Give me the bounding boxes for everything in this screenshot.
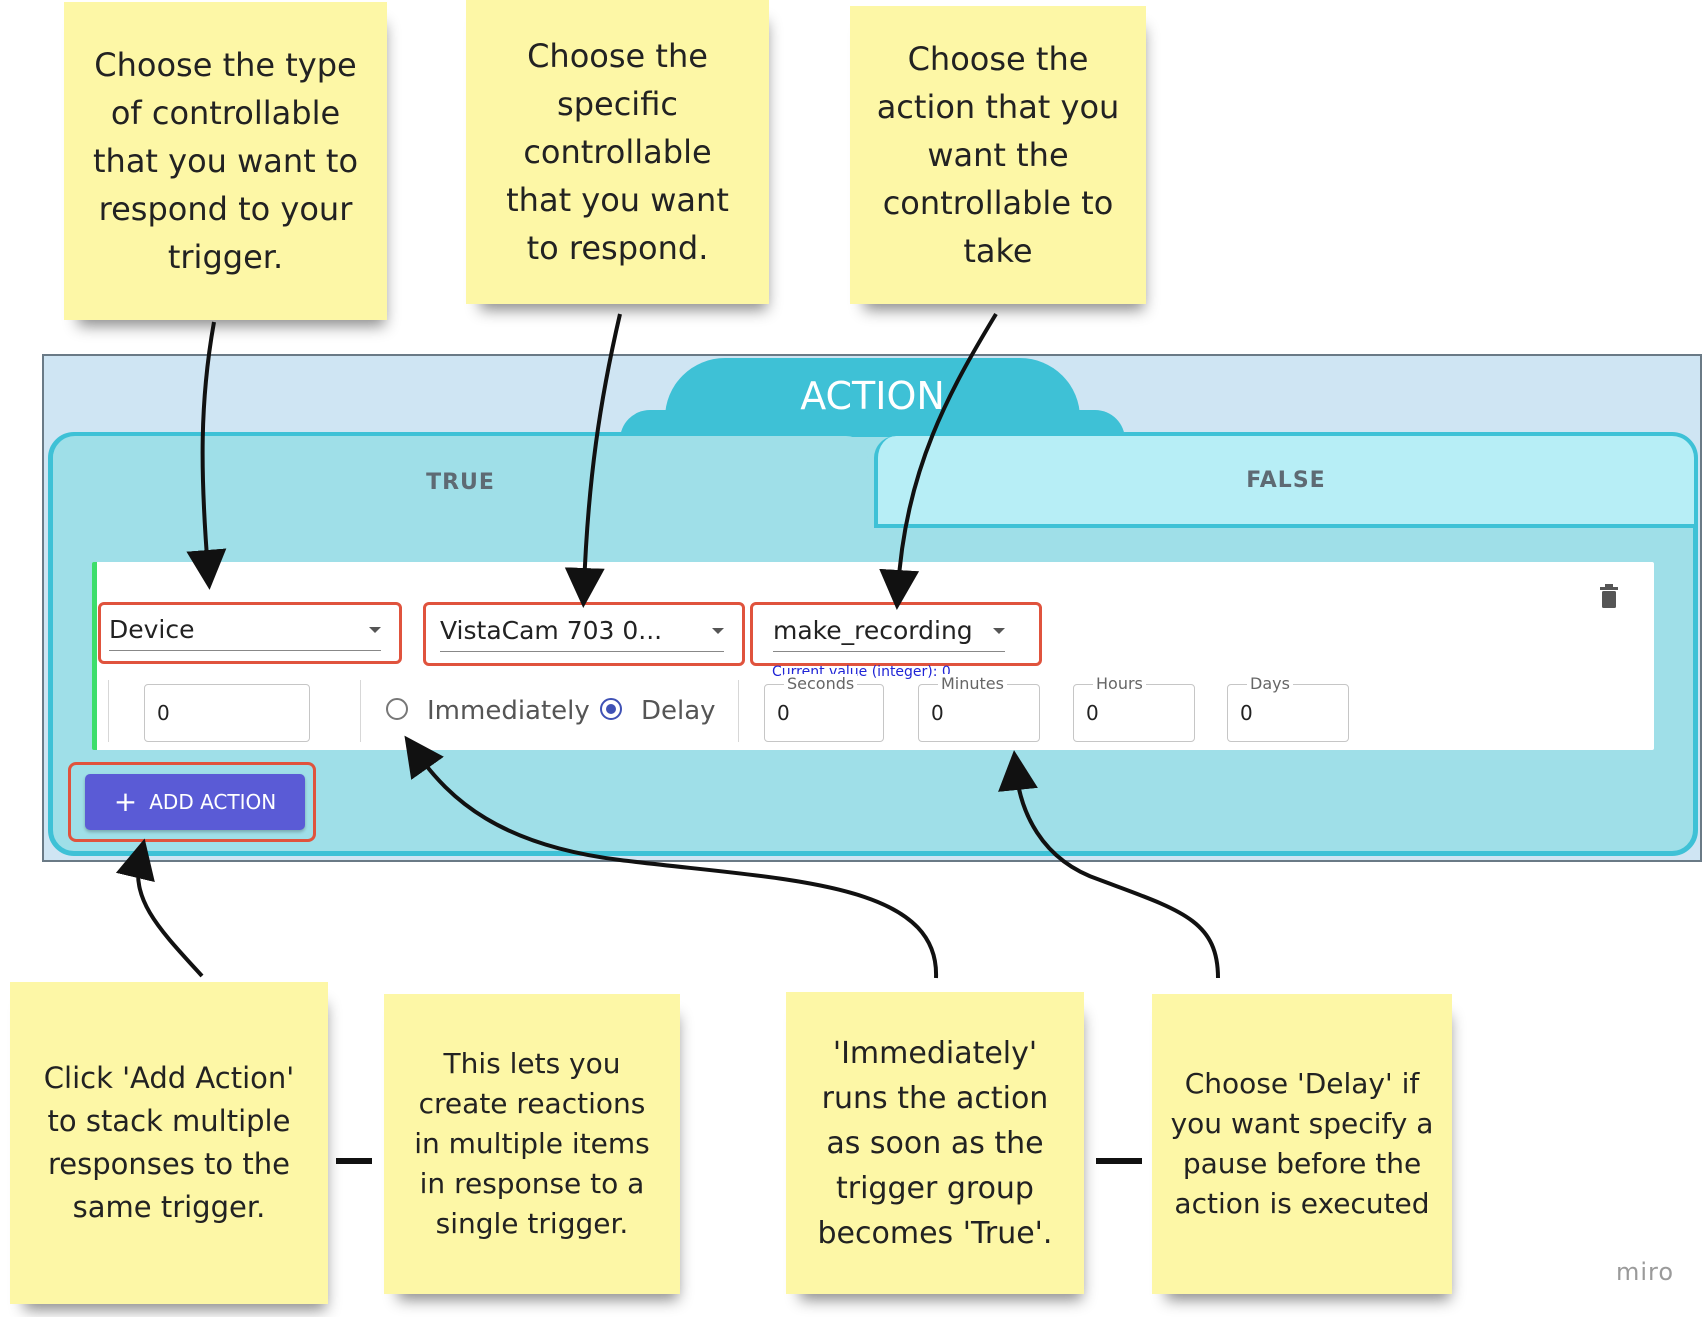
note-action-choice: Choose the action that you want the cont… [850, 6, 1146, 304]
chevron-down-icon [712, 627, 724, 634]
note-line: to respond. [526, 229, 709, 267]
add-action-label: ADD ACTION [149, 790, 277, 814]
hours-field[interactable]: 0 [1073, 684, 1195, 742]
note-add-action: Click 'Add Action' to stack multiple res… [10, 982, 328, 1304]
note-line: in response to a [419, 1167, 645, 1200]
note-line: specific [557, 85, 678, 123]
action-select[interactable]: make_recording [750, 602, 1042, 666]
note-line: you want specify a [1170, 1107, 1434, 1140]
note-line: trigger. [167, 238, 284, 276]
plus-icon: + [113, 785, 138, 818]
minutes-label: Minutes [938, 674, 1007, 693]
action-header: ACTION [665, 358, 1080, 434]
note-line: create reactions [418, 1087, 646, 1120]
seconds-value: 0 [777, 701, 790, 725]
value-input-text: 0 [157, 701, 170, 725]
controllable-select[interactable]: VistaCam 703 0... [423, 602, 745, 666]
add-action-button[interactable]: + ADD ACTION [85, 774, 305, 830]
dash-connector [336, 1158, 372, 1164]
note-line: Click 'Add Action' [43, 1061, 295, 1095]
tab-false-label: FALSE [1246, 467, 1326, 493]
note-line: of controllable [110, 94, 341, 132]
divider [360, 680, 361, 742]
value-input[interactable]: 0 [144, 684, 310, 742]
note-line: action is executed [1174, 1187, 1430, 1220]
note-line: Choose the [907, 40, 1089, 78]
note-line: want the [927, 136, 1069, 174]
note-controllable-type: Choose the type of controllable that you… [64, 2, 387, 320]
note-line: that you want to [92, 142, 359, 180]
note-line: same trigger. [72, 1190, 266, 1224]
action-value: make_recording [773, 616, 973, 645]
controllable-type-value: Device [109, 615, 195, 644]
minutes-field[interactable]: 0 [918, 684, 1040, 742]
tab-false[interactable]: FALSE [874, 436, 1694, 528]
add-action-highlight [68, 762, 316, 842]
note-line: controllable to [882, 184, 1114, 222]
note-line: in multiple items [414, 1127, 650, 1160]
note-line: respond to your [98, 190, 353, 228]
chevron-down-icon [993, 627, 1005, 634]
note-line: pause before the [1182, 1147, 1422, 1180]
note-immediately: 'Immediately' runs the action as soon as… [786, 992, 1084, 1294]
hours-value: 0 [1086, 701, 1099, 725]
hours-label: Hours [1093, 674, 1146, 693]
immediately-radio[interactable] [386, 698, 408, 720]
days-value: 0 [1240, 701, 1253, 725]
note-line: becomes 'True'. [817, 1215, 1053, 1251]
note-line: Choose the type [94, 46, 357, 84]
minutes-value: 0 [931, 701, 944, 725]
delay-radio[interactable] [600, 698, 622, 720]
note-line: Choose the [527, 37, 708, 75]
note-line: single trigger. [435, 1207, 629, 1240]
note-line: controllable [523, 133, 712, 171]
note-line: This lets you [443, 1047, 621, 1080]
note-line: 'Immediately' [832, 1035, 1038, 1071]
chevron-down-icon [369, 626, 381, 633]
delay-label[interactable]: Delay [641, 696, 716, 726]
note-line: trigger group [836, 1170, 1034, 1206]
note-specific-controllable: Choose the specific controllable that yo… [466, 0, 769, 304]
arrow-to-add-action [115, 838, 204, 978]
controllable-type-select[interactable]: Device [98, 602, 402, 664]
miro-watermark: miro [1616, 1258, 1675, 1286]
note-line: as soon as the [826, 1125, 1044, 1161]
trash-icon[interactable] [1600, 584, 1618, 608]
divider [738, 680, 739, 742]
controllable-value: VistaCam 703 0... [440, 616, 663, 645]
divider [108, 680, 109, 742]
seconds-label: Seconds [784, 674, 858, 693]
note-line: Choose 'Delay' if [1184, 1067, 1420, 1100]
tab-true[interactable]: TRUE [53, 436, 868, 528]
days-label: Days [1247, 674, 1293, 693]
note-line: that you want [506, 181, 729, 219]
note-line: take [963, 232, 1033, 270]
note-delay: Choose 'Delay' if you want specify a pau… [1152, 994, 1452, 1294]
note-line: runs the action [821, 1080, 1049, 1116]
immediately-label[interactable]: Immediately [427, 696, 590, 726]
note-line: to stack multiple [47, 1104, 291, 1138]
note-line: responses to the [48, 1147, 290, 1181]
note-line: action that you [876, 88, 1120, 126]
tab-true-label: TRUE [426, 469, 495, 495]
note-multiple-items: This lets you create reactions in multip… [384, 994, 680, 1294]
action-title: ACTION [800, 374, 945, 418]
seconds-field[interactable]: 0 [764, 684, 884, 742]
dash-connector [1096, 1158, 1142, 1164]
